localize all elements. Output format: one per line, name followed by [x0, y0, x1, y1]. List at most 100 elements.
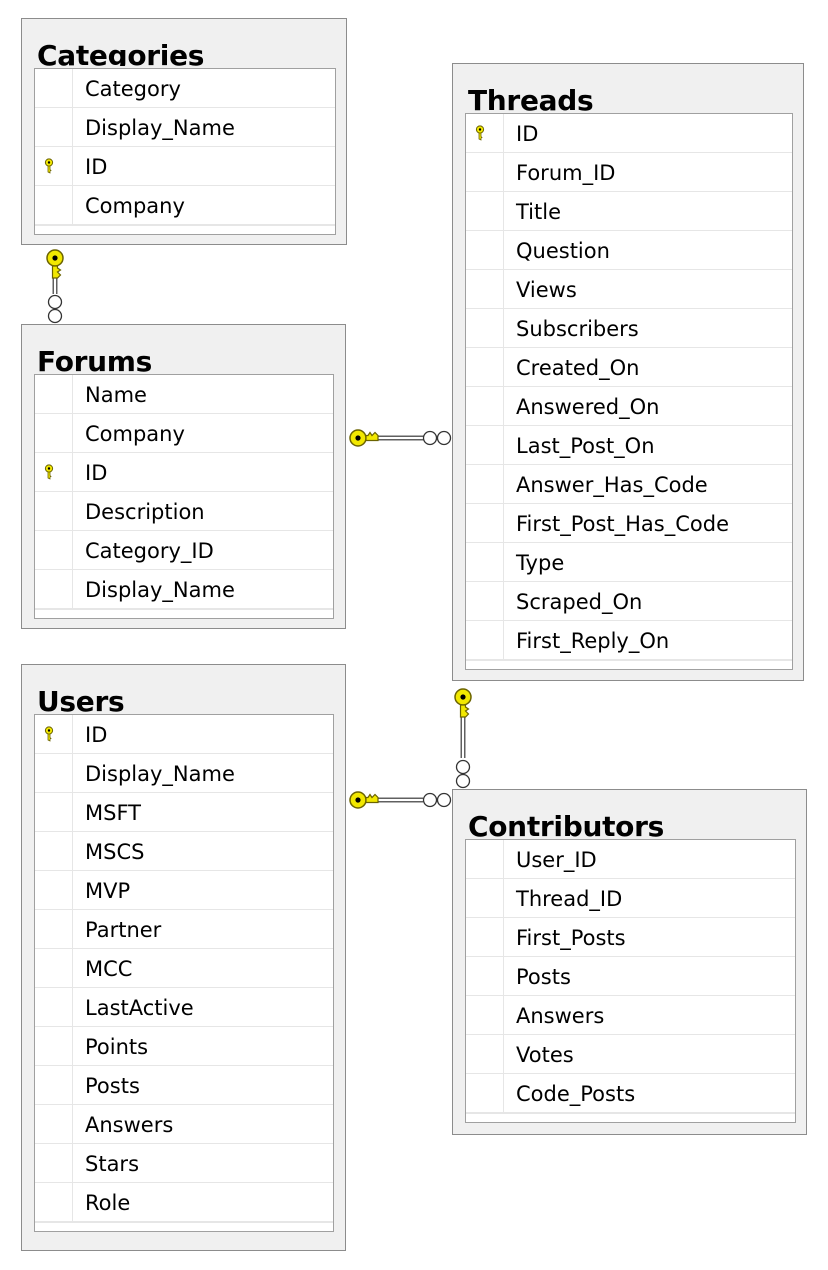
row-selector[interactable] [466, 114, 504, 152]
row-selector[interactable] [35, 1066, 73, 1104]
column-row[interactable]: ID [35, 453, 333, 492]
row-selector[interactable] [35, 453, 73, 491]
column-row[interactable]: Answers [35, 1105, 333, 1144]
column-row[interactable]: Display_Name [35, 570, 333, 609]
column-row[interactable]: Question [466, 231, 792, 270]
column-row[interactable]: Company [35, 414, 333, 453]
column-row[interactable]: Company [35, 186, 335, 225]
row-selector[interactable] [466, 879, 504, 917]
row-selector[interactable] [466, 153, 504, 191]
row-selector[interactable] [35, 186, 73, 224]
row-selector[interactable] [466, 192, 504, 230]
column-row[interactable]: Answers [466, 996, 795, 1035]
column-name: MCC [85, 957, 133, 981]
column-row[interactable]: First_Post_Has_Code [466, 504, 792, 543]
column-row[interactable]: Type [466, 543, 792, 582]
column-row[interactable]: Category_ID [35, 531, 333, 570]
row-selector[interactable] [35, 715, 73, 753]
column-row[interactable]: Subscribers [466, 309, 792, 348]
row-selector[interactable] [35, 988, 73, 1026]
column-row[interactable]: ID [466, 114, 792, 153]
row-selector[interactable] [35, 108, 73, 146]
row-selector[interactable] [466, 543, 504, 581]
relationship-threads-contributors[interactable] [454, 688, 472, 789]
row-selector[interactable] [466, 426, 504, 464]
column-row[interactable]: First_Posts [466, 918, 795, 957]
row-selector[interactable] [466, 582, 504, 620]
row-selector[interactable] [35, 570, 73, 608]
row-selector[interactable] [466, 348, 504, 386]
column-row[interactable]: Created_On [466, 348, 792, 387]
column-row[interactable]: MVP [35, 871, 333, 910]
column-row[interactable]: Display_Name [35, 108, 335, 147]
column-row[interactable]: Views [466, 270, 792, 309]
column-row[interactable]: Posts [466, 957, 795, 996]
row-selector[interactable] [466, 1074, 504, 1112]
column-row[interactable]: Code_Posts [466, 1074, 795, 1113]
column-row[interactable]: Forum_ID [466, 153, 792, 192]
row-selector[interactable] [466, 840, 504, 878]
row-selector[interactable] [466, 1035, 504, 1073]
row-selector[interactable] [466, 957, 504, 995]
row-selector[interactable] [35, 414, 73, 452]
column-row[interactable]: Partner [35, 910, 333, 949]
column-row[interactable]: Thread_ID [466, 879, 795, 918]
row-selector[interactable] [35, 1105, 73, 1143]
row-selector[interactable] [466, 621, 504, 659]
column-row[interactable]: Role [35, 1183, 333, 1222]
row-selector[interactable] [35, 871, 73, 909]
row-selector[interactable] [35, 492, 73, 530]
column-name: Display_Name [85, 116, 235, 140]
column-row[interactable]: ID [35, 147, 335, 186]
column-row[interactable]: Stars [35, 1144, 333, 1183]
column-row[interactable]: Votes [466, 1035, 795, 1074]
column-row[interactable]: Name [35, 375, 333, 414]
column-row[interactable]: Posts [35, 1066, 333, 1105]
relationship-forums-threads[interactable] [349, 429, 452, 447]
column-row[interactable]: ID [35, 715, 333, 754]
row-selector[interactable] [35, 832, 73, 870]
row-selector[interactable] [35, 1183, 73, 1221]
relationship-users-contributors[interactable] [349, 791, 452, 809]
row-selector[interactable] [466, 918, 504, 956]
row-selector[interactable] [35, 754, 73, 792]
row-selector[interactable] [35, 910, 73, 948]
column-row[interactable]: Last_Post_On [466, 426, 792, 465]
column-row[interactable]: Title [466, 192, 792, 231]
row-selector[interactable] [466, 996, 504, 1034]
row-selector[interactable] [35, 949, 73, 987]
row-selector[interactable] [466, 309, 504, 347]
column-row[interactable]: LastActive [35, 988, 333, 1027]
row-selector[interactable] [466, 387, 504, 425]
row-selector[interactable] [466, 465, 504, 503]
column-row[interactable]: First_Reply_On [466, 621, 792, 660]
row-selector[interactable] [466, 504, 504, 542]
column-row[interactable]: MCC [35, 949, 333, 988]
column-row[interactable]: Description [35, 492, 333, 531]
row-selector[interactable] [35, 531, 73, 569]
column-name: Last_Post_On [516, 434, 655, 458]
column-row[interactable]: User_ID [466, 840, 795, 879]
column-row[interactable]: Display_Name [35, 754, 333, 793]
relationship-categories-forums[interactable] [46, 249, 64, 324]
row-selector[interactable] [466, 270, 504, 308]
column-row[interactable]: Answer_Has_Code [466, 465, 792, 504]
row-selector[interactable] [466, 231, 504, 269]
row-selector[interactable] [35, 1027, 73, 1065]
row-selector[interactable] [35, 147, 73, 185]
row-selector[interactable] [35, 1144, 73, 1182]
row-selector[interactable] [35, 69, 73, 107]
column-row[interactable]: MSCS [35, 832, 333, 871]
column-row[interactable]: Points [35, 1027, 333, 1066]
column-row[interactable]: Category [35, 69, 335, 108]
row-selector[interactable] [35, 793, 73, 831]
column-row[interactable]: Scraped_On [466, 582, 792, 621]
row-selector[interactable] [35, 375, 73, 413]
column-row[interactable]: MSFT [35, 793, 333, 832]
column-row[interactable]: Answered_On [466, 387, 792, 426]
